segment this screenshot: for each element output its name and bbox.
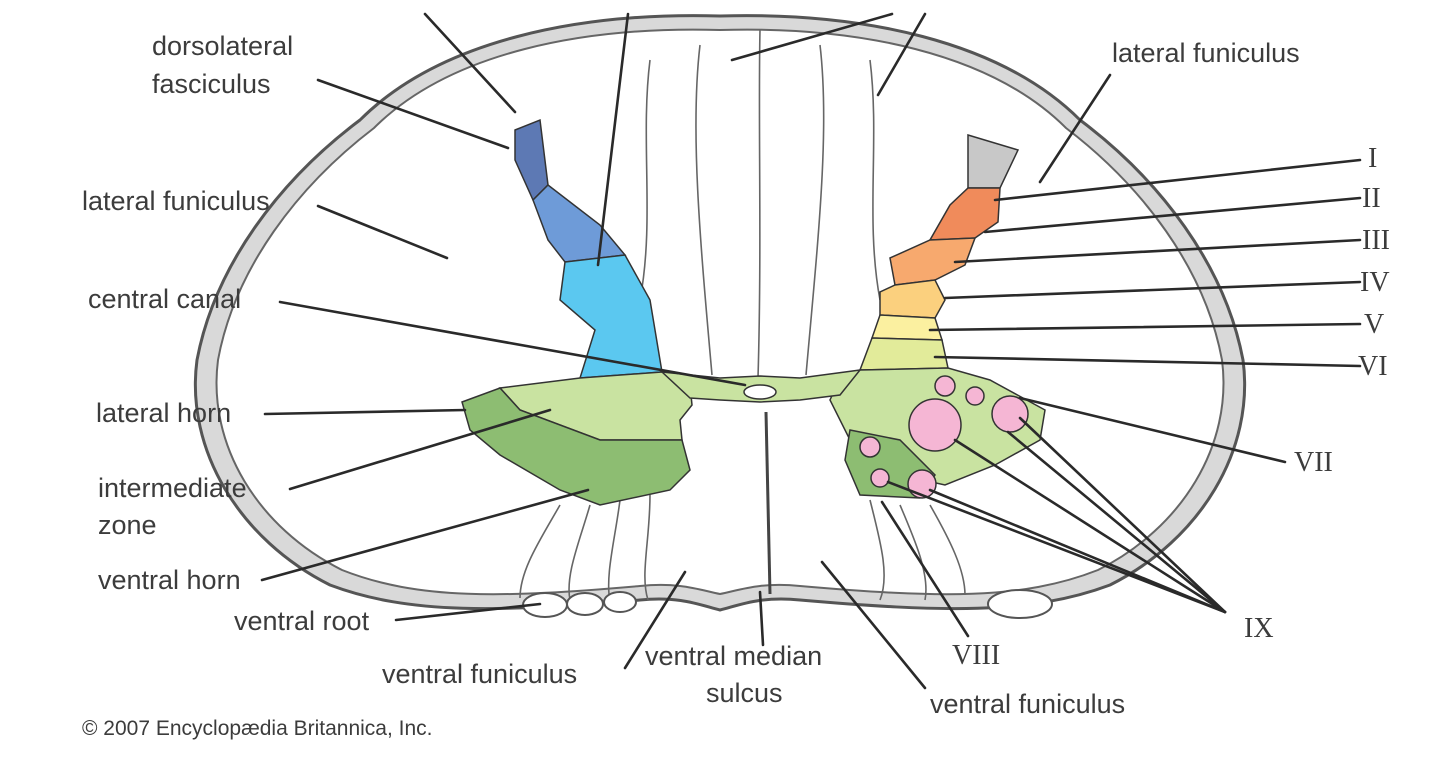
ventral-median-sulcus xyxy=(764,411,772,595)
label-intermediate-zone-line1: intermediate xyxy=(98,473,247,503)
gray-matter-left xyxy=(461,118,693,506)
dorsal-median-septum xyxy=(757,29,761,379)
ventral-root-right xyxy=(987,589,1053,619)
label-ventral-median-sulcus-line1: ventral median xyxy=(645,641,822,671)
label-intermediate-zone-line2: zone xyxy=(98,510,157,540)
label-central-canal: central canal xyxy=(88,284,241,314)
label-lateral-horn: lateral horn xyxy=(96,398,231,428)
label-dorsolateral-fasciculus-line2: fasciculus xyxy=(152,69,271,99)
label-lateral-funiculus-left: lateral funiculus xyxy=(82,186,270,216)
dorsal-column-border-left xyxy=(695,44,713,376)
label-dorsolateral-fasciculus-line1: dorsolateral xyxy=(152,31,293,61)
label-lamina-IV: IV xyxy=(1360,267,1390,298)
fiber-line xyxy=(639,59,651,301)
label-ventral-median-sulcus-line2: sulcus xyxy=(706,678,783,708)
lamina-IX-nuclei xyxy=(859,375,1029,499)
label-lateral-funiculus-right: lateral funiculus xyxy=(1112,38,1300,68)
ventral-root-left xyxy=(522,591,637,618)
lamina-V-region xyxy=(870,314,944,341)
cord-outline xyxy=(193,14,1247,619)
label-lamina-VII: VII xyxy=(1294,447,1333,478)
ventral-rootlets-right xyxy=(869,499,966,601)
label-lamina-VIII: VIII xyxy=(952,640,1000,671)
gray-matter-right xyxy=(829,133,1046,499)
label-ventral-horn: ventral horn xyxy=(98,565,241,595)
ventral-rootlets-left xyxy=(519,494,651,603)
copyright-notice: © 2007 Encyclopædia Britannica, Inc. xyxy=(82,717,433,740)
fiber-line xyxy=(869,59,881,301)
label-lamina-IX: IX xyxy=(1244,613,1274,644)
lamina-VI-region xyxy=(858,337,949,371)
label-lamina-VI: VI xyxy=(1358,351,1388,382)
label-lamina-III: III xyxy=(1362,225,1390,256)
leader-lines xyxy=(260,12,1362,690)
label-lamina-V: V xyxy=(1364,309,1384,340)
label-ventral-funiculus-left: ventral funiculus xyxy=(382,659,577,689)
label-lamina-II: II xyxy=(1362,183,1381,214)
ventral-horn-region-left xyxy=(461,387,691,506)
label-ventral-root: ventral root xyxy=(234,606,370,636)
label-lamina-I: I xyxy=(1368,143,1377,174)
label-ventral-funiculus-right: ventral funiculus xyxy=(930,689,1125,719)
central-canal-shape xyxy=(743,384,777,400)
dorsal-column-border-right xyxy=(805,44,825,376)
